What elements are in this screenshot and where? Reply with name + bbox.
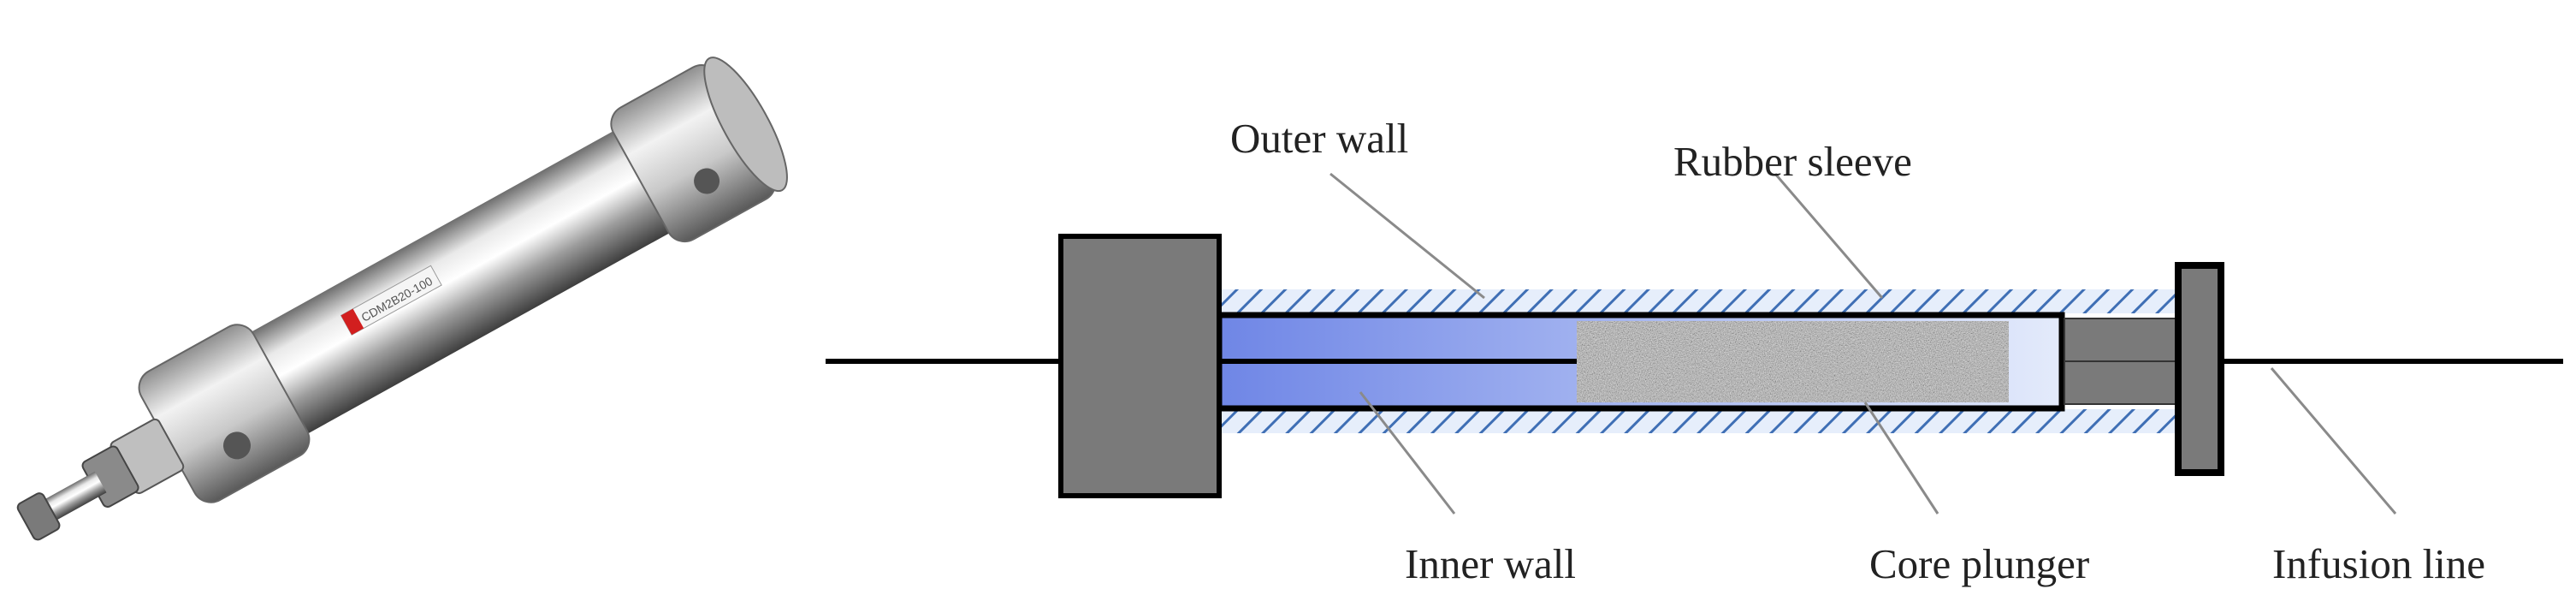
outer-wall-top — [1219, 289, 2179, 313]
cylinder-tag — [340, 265, 442, 336]
end-flange — [2175, 262, 2224, 476]
leader-core-plunger — [1863, 402, 1939, 515]
outer-wall-bottom — [1219, 409, 2179, 433]
cylinder-photo: CDM2B20-100 — [16, 57, 788, 541]
pusher-block — [1058, 234, 1222, 498]
leader-rubber-sleeve — [1774, 173, 1884, 299]
cylinder-barrel — [244, 128, 676, 437]
leader-inner-wall — [1359, 391, 1456, 515]
label-rubber-sleeve: Rubber sleeve — [1673, 138, 1912, 185]
cylinder-rear-cap — [610, 57, 788, 243]
syringe-schematic: Outer wall Rubber sleeve Inner wall Core… — [826, 115, 2563, 587]
label-core-plunger: Core plunger — [1869, 540, 2089, 587]
leader-infusion-line — [2270, 367, 2397, 515]
label-outer-wall: Outer wall — [1230, 115, 1408, 162]
label-inner-wall: Inner wall — [1405, 540, 1576, 587]
cylinder-rod — [16, 471, 107, 541]
leader-outer-wall — [1329, 172, 1485, 300]
core-plunger — [1577, 321, 2009, 402]
label-infusion-line: Infusion line — [2272, 540, 2485, 587]
